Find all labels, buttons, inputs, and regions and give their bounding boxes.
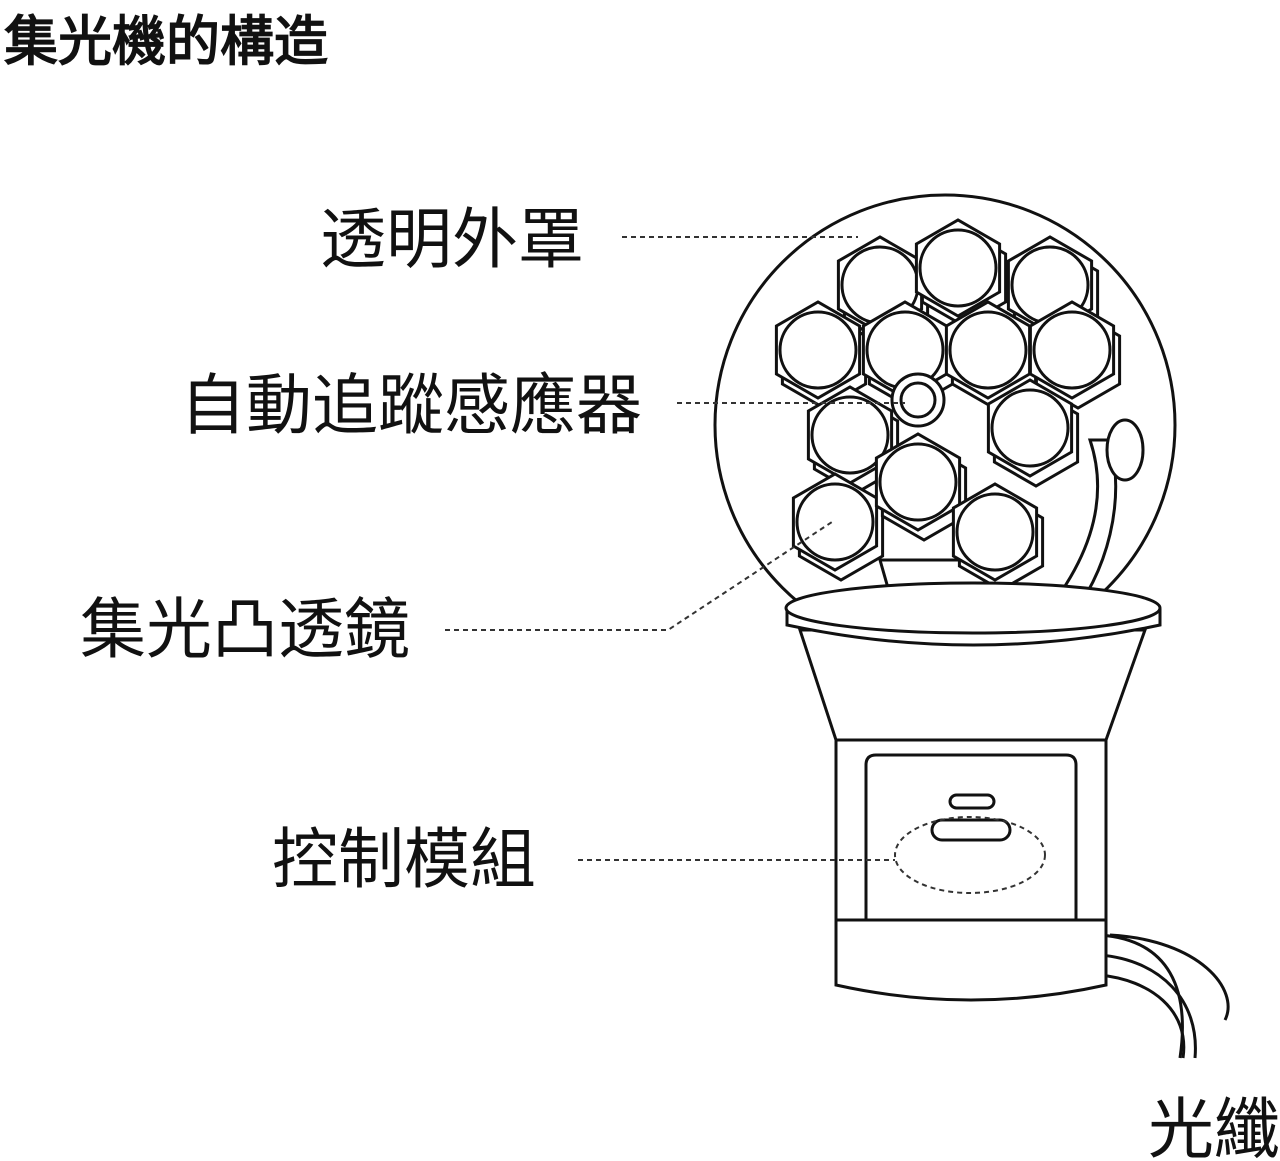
diagram-title: 集光機的構造 — [3, 10, 328, 73]
indicator-slot — [948, 793, 996, 810]
control-base — [834, 738, 1108, 1002]
condenser-lens-array — [774, 218, 1122, 592]
lens-cell — [774, 300, 868, 410]
label-optical-fiber: 光纖 — [1148, 1091, 1280, 1161]
lens-cell — [1028, 300, 1122, 410]
leader-lines — [445, 236, 905, 861]
lens-cell — [874, 432, 968, 542]
lens-cell — [986, 378, 1080, 488]
auto-tracking-sensor — [890, 372, 946, 428]
lens-cell — [806, 385, 900, 495]
lens-cell — [914, 218, 1008, 328]
optical-fiber-cables — [1099, 933, 1230, 1059]
lens-cell — [951, 482, 1045, 592]
label-tracking-sensor: 自動追蹤感應器 — [180, 367, 642, 444]
label-condenser-lens: 集光凸透鏡 — [80, 591, 410, 668]
label-transparent-cover: 透明外罩 — [320, 201, 584, 278]
lens-cell — [791, 472, 885, 582]
control-button — [930, 818, 1012, 842]
collector-bowl — [784, 581, 1162, 742]
lens-cell — [944, 300, 1038, 410]
control-module-outline — [894, 816, 1046, 894]
label-control-module: 控制模組 — [272, 821, 536, 898]
